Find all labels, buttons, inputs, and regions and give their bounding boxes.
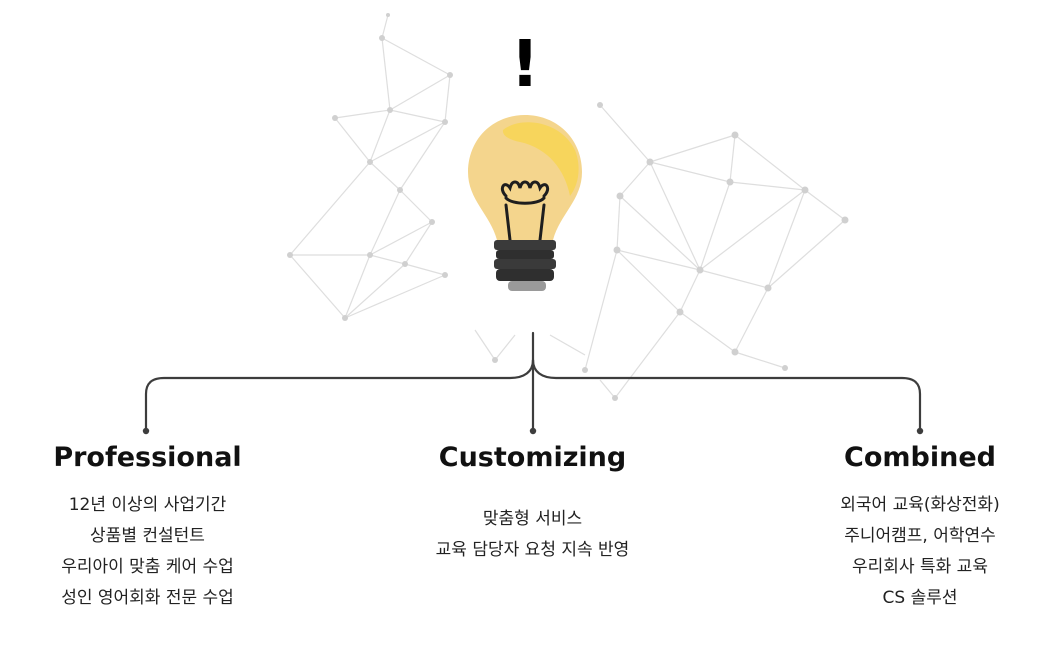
list-item: 상품별 컨설턴트 — [90, 526, 205, 546]
bulb-filament — [500, 180, 550, 242]
list-item: 맞춤형 서비스 — [482, 509, 583, 529]
list-item: 외국어 교육(화상전화) — [840, 495, 1000, 515]
list-item: CS 솔루션 — [882, 588, 958, 608]
column-customizing: Customizing 맞춤형 서비스 교육 담당자 요청 지속 반영 — [390, 440, 675, 566]
list-item: 우리아이 맞춤 케어 수업 — [61, 557, 234, 577]
list-item: 교육 담당자 요청 지속 반영 — [435, 540, 630, 560]
bulb-highlight — [502, 122, 579, 196]
column-title: Combined — [844, 442, 996, 473]
column-combined: Combined 외국어 교육(화상전화) 주니어캠프, 어학연수 우리회사 특… — [790, 440, 1050, 614]
lightbulb-icon — [468, 115, 582, 291]
column-item-list: 맞춤형 서비스 교육 담당자 요청 지속 반영 — [390, 504, 675, 566]
column-item-list: 12년 이상의 사업기간 상품별 컨설턴트 우리아이 맞춤 케어 수업 성인 영… — [20, 490, 275, 614]
list-item: 주니어캠프, 어학연수 — [844, 526, 996, 546]
list-item: 우리회사 특화 교육 — [852, 557, 988, 577]
exclamation-icon: ! — [510, 28, 540, 102]
column-title: Professional — [53, 442, 242, 473]
column-item-list: 외국어 교육(화상전화) 주니어캠프, 어학연수 우리회사 특화 교육 CS 솔… — [790, 490, 1050, 614]
column-professional: Professional 12년 이상의 사업기간 상품별 컨설턴트 우리아이 … — [20, 440, 275, 614]
list-item: 12년 이상의 사업기간 — [68, 495, 227, 515]
list-item: 성인 영어회화 전문 수업 — [61, 588, 234, 608]
column-title: Customizing — [438, 442, 627, 473]
